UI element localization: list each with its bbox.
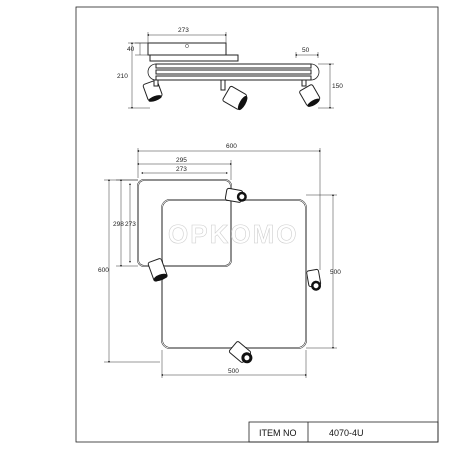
title-block-value: 4070-4U [329, 428, 364, 438]
rail-end-cap [310, 63, 320, 81]
dim-label-273-top: 273 [176, 166, 187, 173]
spot-right [306, 268, 322, 291]
title-block: ITEM NO 4070-4U [248, 421, 439, 443]
rail-top [149, 54, 239, 62]
rail-start-cap [147, 63, 157, 81]
spot-stem-left [153, 79, 159, 87]
dim-label-40: 40 [127, 46, 135, 53]
spot-stem-middle [220, 79, 226, 91]
dim-label-500-vert: 500 [330, 269, 341, 276]
dim-label-500-horiz: 500 [228, 368, 239, 375]
spot-stem-right [301, 79, 307, 87]
spot-head-right [299, 84, 321, 107]
watermark-logo: OPKOMO [168, 219, 298, 249]
rail-1 [155, 63, 312, 69]
dim-label-600-top: 600 [226, 143, 237, 150]
dim-label-273-side: 273 [178, 27, 189, 34]
spot-left [147, 258, 168, 282]
dim-label-150: 150 [332, 83, 343, 90]
rail-2 [155, 69, 312, 75]
spot-bottom [228, 341, 253, 364]
spot-top [224, 187, 247, 203]
side-view: 273 40 50 210 150 [117, 27, 343, 111]
rail-3 [155, 75, 312, 81]
frame-upper-left-inner [137, 179, 232, 267]
dim-label-210: 210 [117, 73, 128, 80]
dim-label-298: 298 [113, 221, 124, 228]
title-block-border [248, 421, 439, 443]
spot-head-middle [222, 85, 248, 111]
dim-label-273-vert: 273 [125, 221, 136, 228]
spot-head-left [142, 79, 163, 102]
base-screw [185, 44, 189, 48]
dim-label-50: 50 [302, 47, 310, 54]
dim-label-295: 295 [176, 157, 187, 164]
title-block-label: ITEM NO [259, 428, 297, 438]
dim-label-600-vert: 600 [98, 267, 109, 274]
mounting-base [147, 42, 227, 56]
top-view: OPKOMO 600 295 27 [98, 143, 341, 378]
